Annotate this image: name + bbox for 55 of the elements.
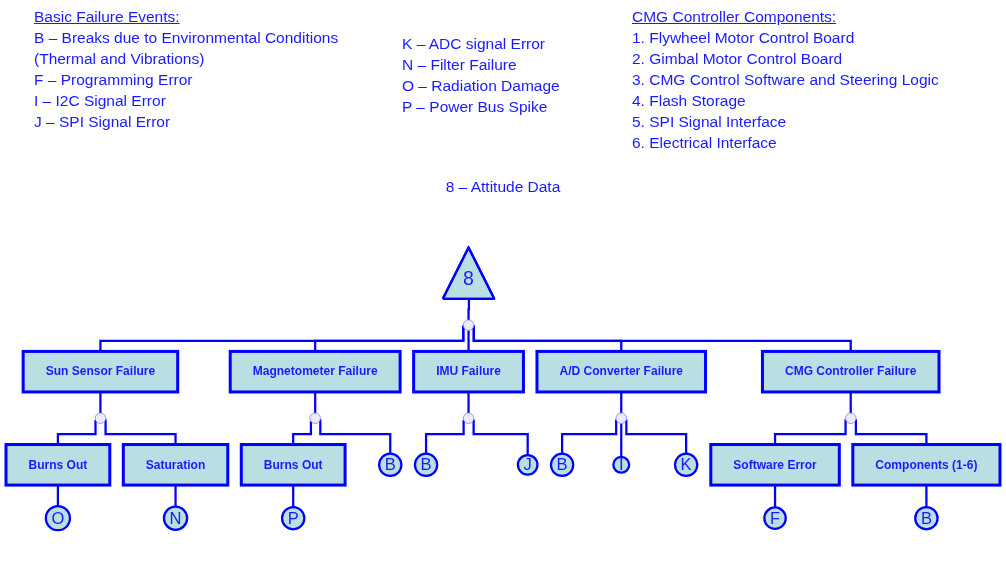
- node-gate: [309, 412, 321, 424]
- legend-entry: K – ADC signal Error: [402, 34, 545, 54]
- legend-heading: Basic Failure Events:: [34, 7, 180, 27]
- connector: [849, 391, 852, 415]
- node-gate: [462, 412, 475, 424]
- connector: [625, 419, 688, 455]
- legend-entry: 2. Gimbal Motor Control Board: [632, 49, 843, 69]
- node-box: Software Error: [709, 443, 841, 487]
- node-box: Burns Out: [4, 443, 112, 487]
- legend-entry: 3. CMG Control Software and Steering Logic: [632, 70, 939, 90]
- connector: [314, 391, 317, 415]
- connector: [424, 420, 465, 455]
- node-circle: N: [162, 505, 189, 531]
- node-box: Magnetometer Failure: [228, 349, 402, 394]
- connector: [620, 391, 623, 415]
- node-box: Components (1-6): [851, 443, 1002, 487]
- node-box: Sun Sensor Failure: [21, 349, 180, 394]
- connector: [99, 391, 102, 415]
- legend-entry: N – Filter Failure: [402, 55, 517, 75]
- legend-entry: P – Power Bus Spike: [402, 97, 548, 117]
- node-gate: [94, 412, 107, 424]
- node-box: CMG Controller Failure: [760, 349, 941, 394]
- legend-entry: 6. Electrical Interface: [632, 133, 777, 153]
- legend-entry: F – Programming Error: [34, 70, 193, 90]
- legend-entry: I – I2C Signal Error: [34, 91, 166, 111]
- node-circle: O: [44, 505, 72, 532]
- legend-heading: CMG Controller Components:: [632, 7, 837, 27]
- node-circle: B: [914, 505, 939, 531]
- node-circle: B: [549, 452, 575, 478]
- legend-entry: J – SPI Signal Error: [34, 112, 171, 132]
- node-circle: I: [612, 455, 631, 474]
- node-gate: [845, 412, 857, 424]
- connector: [467, 391, 470, 415]
- legend-entry: 5. SPI Signal Interface: [632, 112, 787, 132]
- node-box: Burns Out: [239, 443, 347, 487]
- node-box: IMU Failure: [412, 349, 525, 394]
- node-box: A/D Converter Failure: [535, 349, 708, 394]
- legend-entry: B – Breaks due to Environmental Conditions (Thermal and Vibrations): [34, 28, 340, 69]
- node-circle: P: [280, 505, 306, 531]
- node-box: Saturation: [121, 443, 230, 487]
- connector: [561, 419, 618, 455]
- node-circle: K: [673, 452, 699, 478]
- legend-entry: O – Radiation Damage: [402, 76, 560, 96]
- node-circle: B: [378, 452, 403, 478]
- node-gate: [615, 412, 627, 424]
- node-circle: B: [413, 452, 439, 478]
- node-circle: J: [516, 453, 539, 476]
- node-caption: 8 – Attitude Data: [445, 178, 561, 195]
- connector: [620, 423, 623, 458]
- legend-entry: 1. Flywheel Motor Control Board: [632, 28, 855, 48]
- legend-entry: 4. Flash Storage: [632, 91, 746, 111]
- node-gate: [462, 319, 475, 331]
- connector: [319, 419, 392, 455]
- connector: [467, 299, 471, 321]
- node-circle: F: [763, 506, 787, 530]
